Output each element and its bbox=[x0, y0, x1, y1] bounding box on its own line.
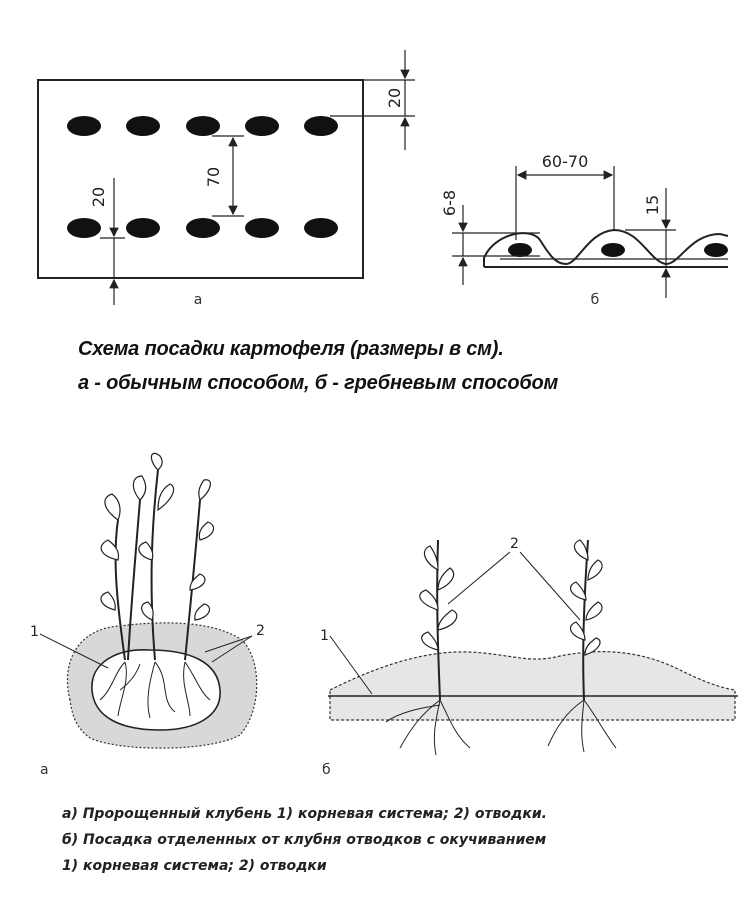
tuber bbox=[126, 116, 160, 136]
dim-top-20 bbox=[330, 50, 415, 150]
plant-left bbox=[385, 539, 471, 756]
callout-2-b: 2 bbox=[510, 536, 519, 552]
dim-edge-20 bbox=[100, 178, 125, 305]
illustration-label-b: б bbox=[322, 762, 331, 778]
hill-mound bbox=[329, 651, 736, 721]
plant-left-leaves bbox=[419, 545, 458, 651]
ridge-profile bbox=[483, 228, 729, 267]
callout-line-1-b bbox=[329, 635, 373, 695]
callout-line-2-a bbox=[204, 635, 253, 653]
tuber-row-top bbox=[67, 116, 338, 136]
dim-spacing-60-70 bbox=[515, 166, 615, 240]
dim-label-depth: 6-8 bbox=[440, 190, 459, 216]
callout-1-a: 1 bbox=[30, 624, 39, 640]
root-system bbox=[99, 661, 211, 719]
callout-line-2-b-left bbox=[447, 551, 511, 605]
caption-line-2: а - обычным способом, б - гребневым спос… bbox=[78, 372, 559, 394]
sprout-leaves bbox=[100, 452, 215, 621]
tuber bbox=[304, 218, 338, 238]
tuber bbox=[601, 243, 625, 257]
dim-row-70 bbox=[212, 135, 244, 217]
scheme-a: 20 70 20 а bbox=[37, 50, 415, 308]
plant-right-leaves bbox=[569, 539, 603, 656]
tuber-row-bottom bbox=[67, 218, 338, 238]
tuber bbox=[245, 116, 279, 136]
scheme-b: 60-70 6-8 15 б bbox=[440, 152, 729, 308]
tuber bbox=[704, 243, 728, 257]
plant-right bbox=[547, 539, 617, 753]
tuber bbox=[126, 218, 160, 238]
tuber bbox=[245, 218, 279, 238]
tuber bbox=[304, 116, 338, 136]
illustration-label-a: а bbox=[40, 762, 49, 778]
callout-2-a: 2 bbox=[256, 623, 265, 639]
caption-line-1: Схема посадки картофеля (размеры в см). bbox=[78, 338, 504, 360]
tuber bbox=[186, 116, 220, 136]
tuber bbox=[67, 116, 101, 136]
field-plot bbox=[37, 79, 364, 279]
panel-label-a: а bbox=[194, 292, 203, 308]
tuber bbox=[67, 218, 101, 238]
dim-label-top-20: 20 bbox=[385, 88, 404, 108]
illustration-b: 1 2 б bbox=[320, 536, 738, 778]
tuber-body bbox=[91, 649, 221, 731]
dim-label-edge-20: 20 bbox=[89, 187, 108, 207]
callout-1-b: 1 bbox=[320, 628, 329, 644]
dim-label-spacing: 60-70 bbox=[542, 152, 589, 171]
dim-ridge-15 bbox=[625, 188, 676, 298]
legend-line-2: б) Посадка отделенных от клубня отводков… bbox=[62, 832, 547, 848]
panel-label-b: б bbox=[591, 292, 600, 308]
callout-line-2b-a bbox=[211, 635, 253, 663]
dim-depth-6-8 bbox=[452, 205, 540, 285]
dim-label-row-70: 70 bbox=[204, 167, 223, 187]
tuber bbox=[186, 218, 220, 238]
callout-line-1-a bbox=[39, 633, 109, 669]
illustration-a: 1 2 а bbox=[30, 452, 265, 778]
legend-line-3: 1) корневая система; 2) отводки bbox=[62, 858, 327, 874]
tuber bbox=[508, 243, 532, 257]
callout-line-2-b-right bbox=[519, 551, 581, 621]
dim-label-ridge: 15 bbox=[643, 195, 662, 215]
legend-line-1: а) Пророщенный клубень 1) корневая систе… bbox=[62, 806, 547, 822]
